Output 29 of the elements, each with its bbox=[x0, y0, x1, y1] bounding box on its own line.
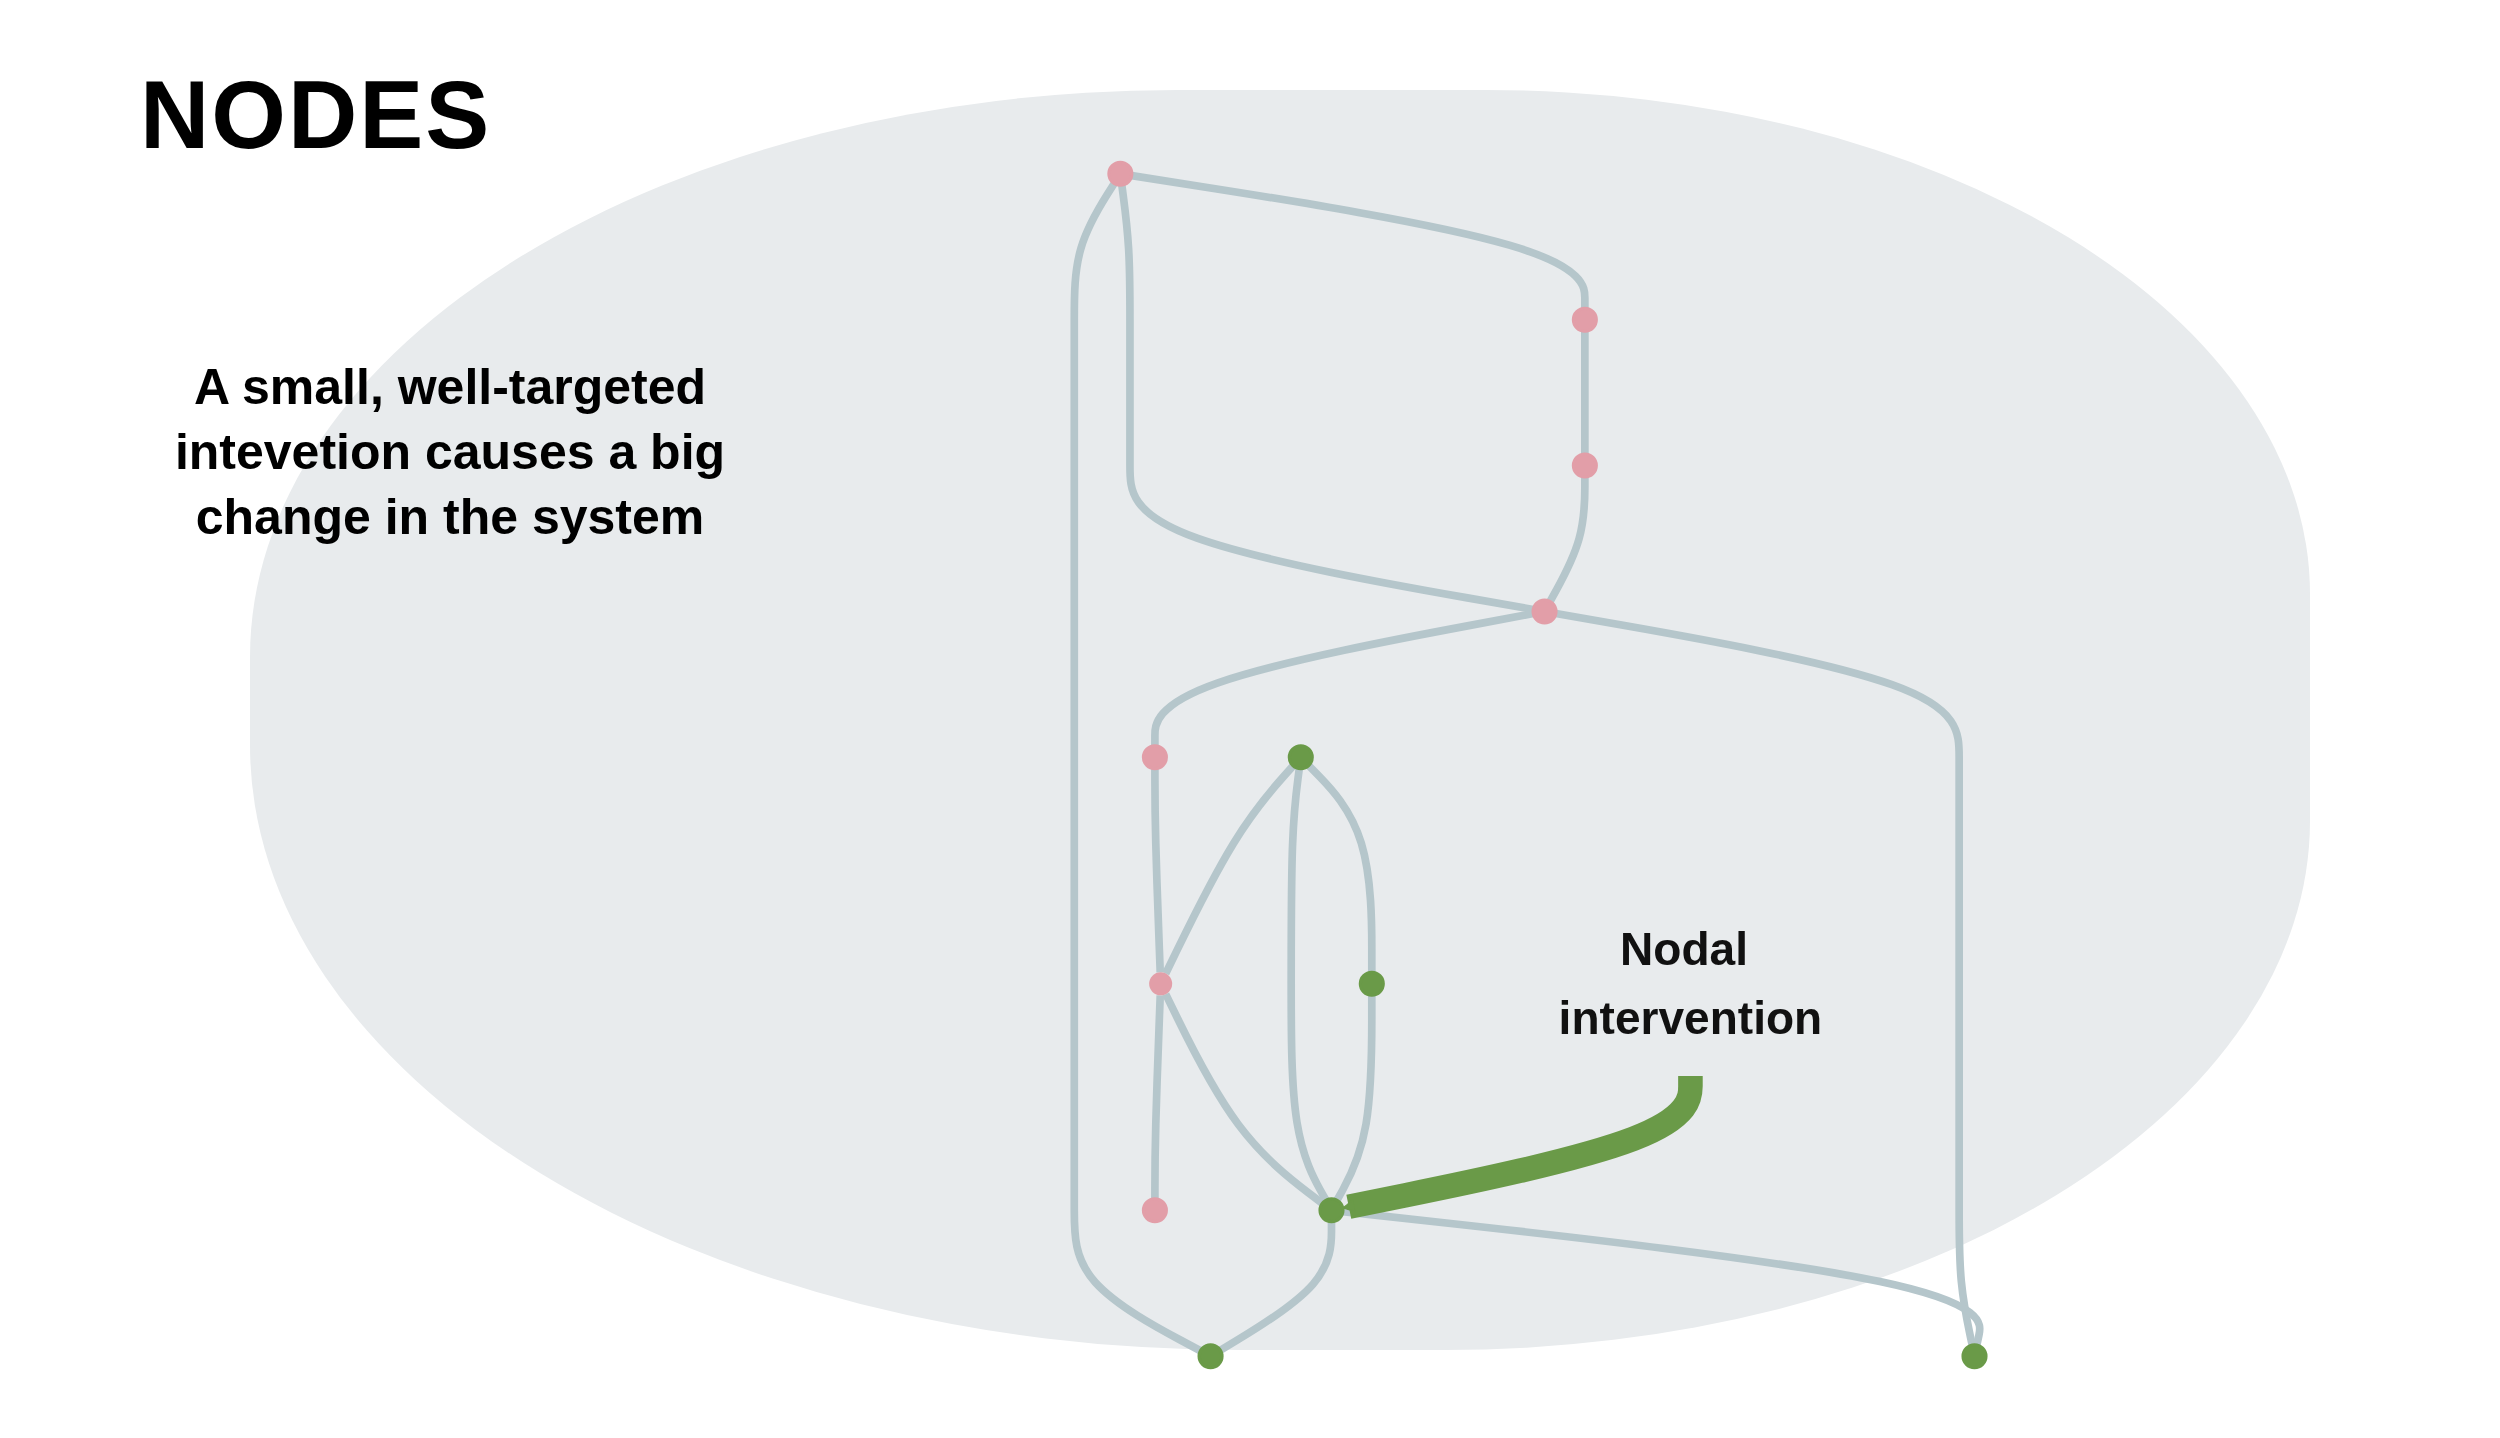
connector bbox=[1150, 995, 1164, 1199]
node-circle bbox=[1107, 160, 1134, 187]
node-text: Nodal intervention bbox=[1558, 923, 1823, 1044]
connector bbox=[1218, 1221, 1336, 1354]
connector bbox=[1162, 992, 1325, 1207]
title: NODES bbox=[140, 60, 492, 170]
connector bbox=[1305, 762, 1376, 973]
node-circle bbox=[1318, 1197, 1345, 1224]
connector bbox=[1070, 181, 1203, 1355]
connector bbox=[1150, 768, 1164, 973]
node-circle bbox=[1197, 1343, 1224, 1370]
node-circle bbox=[1531, 598, 1558, 625]
connector bbox=[1342, 1207, 1984, 1346]
connector bbox=[1580, 331, 1589, 455]
node-circle bbox=[1141, 744, 1168, 771]
node-circle bbox=[1287, 744, 1314, 771]
node-circle bbox=[1571, 306, 1598, 333]
connector bbox=[1555, 609, 1976, 1346]
node-circle bbox=[1141, 1197, 1168, 1224]
node-circle bbox=[1961, 1343, 1988, 1370]
annotation-text: A small, well-targeted intevetion causes a big change in the system bbox=[173, 358, 727, 547]
connector bbox=[1162, 763, 1296, 976]
node-circle bbox=[1358, 970, 1385, 997]
node-circle bbox=[1571, 452, 1598, 479]
node-circle bbox=[1149, 972, 1172, 996]
connector bbox=[1333, 995, 1376, 1203]
connector bbox=[1117, 184, 1534, 614]
connector bbox=[1150, 609, 1534, 746]
connector bbox=[1546, 477, 1589, 604]
